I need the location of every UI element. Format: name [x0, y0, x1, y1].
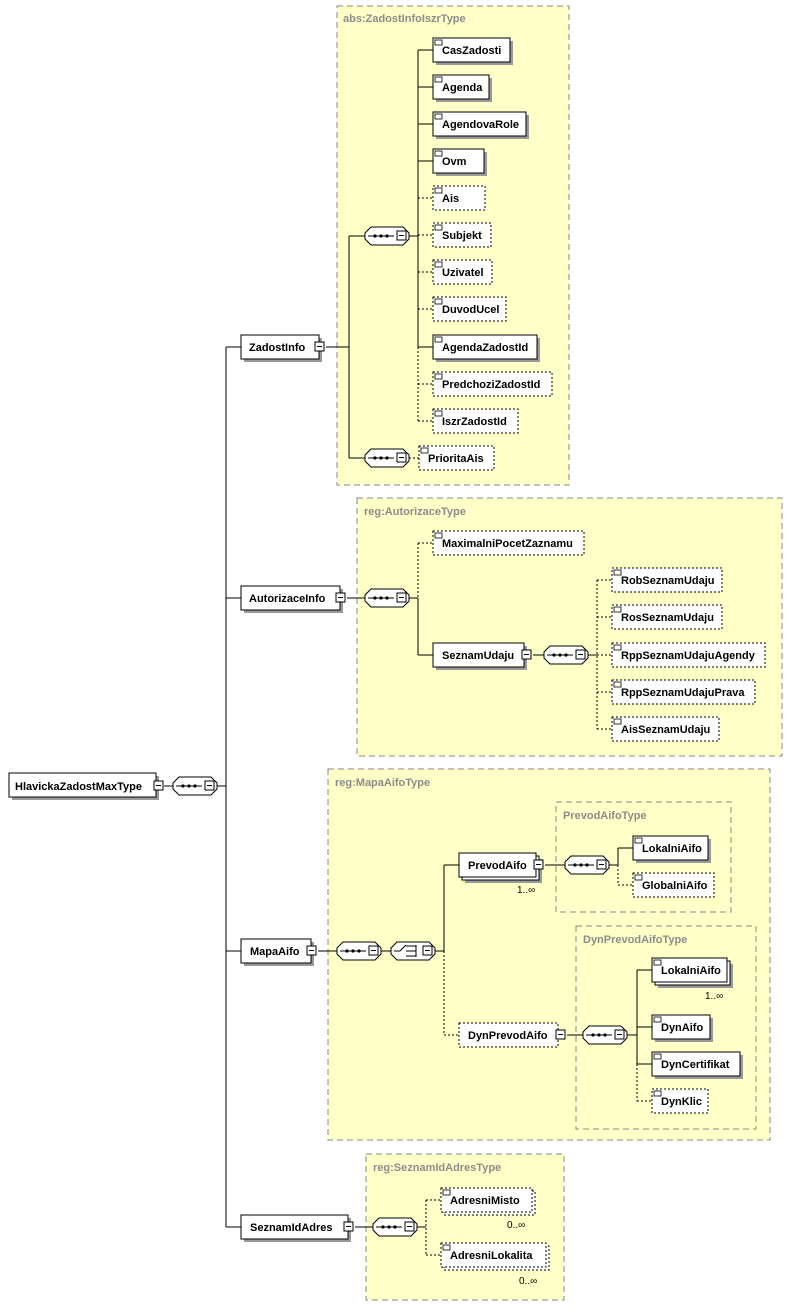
element-adresni-lokalita[interactable]: AdresniLokalita 0..∞: [440, 1242, 550, 1287]
type-box-prevod-aifo: PrevodAifoType: [555, 801, 732, 913]
element-predchozi-zadost-id-label: PredchoziZadostId: [442, 379, 540, 391]
element-agendova-role[interactable]: AgendovaRole: [432, 111, 529, 139]
element-cas-zadosti[interactable]: CasZadosti: [432, 37, 513, 65]
element-seznam-udaju-label: SeznamUdaju: [442, 650, 514, 662]
multiplicity-prevod-aifo: 1..∞: [517, 885, 535, 896]
element-rpp-seznam-udaju-prava-label: RppSeznamUdajuPrava: [621, 687, 745, 699]
type-label-autorizace: reg:AutorizaceType: [364, 506, 466, 518]
element-adresni-misto[interactable]: AdresniMisto 0..∞: [440, 1187, 536, 1231]
multiplicity-adresni-misto: 0..∞: [507, 1220, 525, 1231]
element-agenda[interactable]: Agenda: [432, 74, 492, 102]
element-ais[interactable]: Ais: [432, 185, 486, 211]
sequence-compositor-seznam-id-adres[interactable]: [372, 1217, 418, 1237]
element-duvod-ucel-label: DuvodUcel: [442, 304, 499, 316]
element-dyn-aifo[interactable]: DynAifo: [651, 1014, 713, 1042]
element-rob-seznam-udaju-label: RobSeznamUdaju: [621, 575, 715, 587]
type-label-seznam-id-adres: reg:SeznamIdAdresType: [373, 1162, 501, 1174]
element-cas-zadosti-label: CasZadosti: [442, 45, 501, 57]
element-maximalni-pocet-zaznamu[interactable]: MaximalniPocetZaznamu: [432, 530, 585, 556]
element-ais-seznam-udaju-label: AisSeznamUdaju: [621, 724, 710, 736]
element-dyn-prevod-aifo[interactable]: DynPrevodAifo: [458, 1022, 566, 1048]
element-priorita-ais-label: PrioritaAis: [428, 453, 484, 465]
element-rpp-seznam-udaju-agendy[interactable]: RppSeznamUdajuAgendy: [611, 642, 766, 668]
element-zadost-info[interactable]: ZadostInfo: [240, 334, 325, 362]
type-label-mapa-aifo: reg:MapaAifoType: [335, 777, 430, 789]
element-ovm-label: Ovm: [442, 156, 467, 168]
element-dyn-klic[interactable]: DynKlic: [651, 1088, 709, 1114]
element-uzivatel-label: Uzivatel: [442, 267, 484, 279]
element-globalni-aifo-label: GlobalniAifo: [642, 880, 708, 892]
element-globalni-aifo[interactable]: GlobalniAifo: [632, 872, 715, 898]
element-maximalni-pocet-zaznamu-label: MaximalniPocetZaznamu: [442, 538, 573, 550]
sequence-compositor-autorizace[interactable]: [364, 588, 410, 608]
element-dyn-certifikat-label: DynCertifikat: [661, 1059, 730, 1071]
connectors: [164, 49, 652, 1256]
element-subjekt-label: Subjekt: [442, 230, 482, 242]
element-dyn-certifikat[interactable]: DynCertifikat: [651, 1051, 743, 1079]
element-lokalni-aifo-1[interactable]: LokalniAifo: [632, 835, 711, 863]
element-mapa-aifo[interactable]: MapaAifo: [240, 938, 317, 966]
element-lokalni-aifo-2[interactable]: LokalniAifo 1..∞: [651, 957, 733, 1002]
element-agenda-label: Agenda: [442, 82, 483, 94]
type-label-prevod-aifo: PrevodAifoType: [563, 810, 647, 822]
element-prevod-aifo[interactable]: PrevodAifo 1..∞: [458, 852, 544, 896]
element-priorita-ais[interactable]: PrioritaAis: [418, 445, 495, 471]
element-iszr-zadost-id-label: IszrZadostId: [442, 416, 507, 428]
element-seznam-id-adres[interactable]: SeznamIdAdres: [240, 1214, 354, 1242]
sequence-compositor-seznam-udaju[interactable]: [543, 645, 589, 665]
element-ovm[interactable]: Ovm: [432, 148, 487, 176]
element-root[interactable]: HlavickaZadostMaxType: [8, 772, 164, 800]
multiplicity-lokalni-aifo-2: 1..∞: [705, 991, 723, 1002]
sequence-compositor-mapa-aifo[interactable]: [336, 941, 382, 961]
element-dyn-aifo-label: DynAifo: [661, 1022, 703, 1034]
element-autorizace-info[interactable]: AutorizaceInfo: [240, 585, 346, 613]
type-label-dyn-prevod-aifo: DynPrevodAifoType: [583, 934, 687, 946]
element-ros-seznam-udaju[interactable]: RosSeznamUdaju: [611, 604, 723, 630]
element-agenda-zadost-id[interactable]: AgendaZadostId: [432, 334, 540, 362]
element-duvod-ucel[interactable]: DuvodUcel: [432, 296, 507, 322]
element-prevod-aifo-label: PrevodAifo: [468, 860, 527, 872]
element-rob-seznam-udaju[interactable]: RobSeznamUdaju: [611, 567, 723, 593]
element-root-label: HlavickaZadostMaxType: [15, 781, 142, 793]
choice-compositor-mapa-aifo[interactable]: [390, 941, 436, 961]
element-rpp-seznam-udaju-agendy-label: RppSeznamUdajuAgendy: [621, 650, 756, 662]
element-lokalni-aifo-2-label: LokalniAifo: [661, 965, 721, 977]
element-seznam-id-adres-label: SeznamIdAdres: [250, 1222, 333, 1234]
element-adresni-misto-label: AdresniMisto: [450, 1195, 520, 1207]
element-rpp-seznam-udaju-prava[interactable]: RppSeznamUdajuPrava: [611, 679, 756, 705]
element-ais-seznam-udaju[interactable]: AisSeznamUdaju: [611, 716, 720, 742]
element-ros-seznam-udaju-label: RosSeznamUdaju: [621, 612, 714, 624]
sequence-compositor-prevod-aifo[interactable]: [564, 855, 610, 875]
element-dyn-prevod-aifo-label: DynPrevodAifo: [468, 1030, 548, 1042]
sequence-compositor-root[interactable]: [172, 776, 218, 796]
element-adresni-lokalita-label: AdresniLokalita: [450, 1250, 533, 1262]
element-subjekt[interactable]: Subjekt: [432, 222, 492, 248]
element-ais-label: Ais: [442, 193, 459, 205]
type-label-zadost-info: abs:ZadostInfoIszrType: [343, 13, 466, 25]
element-agenda-zadost-id-label: AgendaZadostId: [442, 342, 528, 354]
sequence-compositor-priorita[interactable]: [364, 448, 410, 468]
sequence-compositor-dyn-prevod-aifo[interactable]: [582, 1025, 628, 1045]
element-uzivatel[interactable]: Uzivatel: [432, 259, 493, 285]
element-lokalni-aifo-1-label: LokalniAifo: [642, 843, 702, 855]
multiplicity-adresni-lokalita: 0..∞: [519, 1276, 537, 1287]
element-agendova-role-label: AgendovaRole: [442, 119, 519, 131]
element-predchozi-zadost-id[interactable]: PredchoziZadostId: [432, 371, 553, 397]
element-mapa-aifo-label: MapaAifo: [250, 946, 300, 958]
type-box-dyn-prevod-aifo: DynPrevodAifoType: [575, 925, 757, 1130]
sequence-compositor-zadost-info[interactable]: [364, 226, 410, 246]
element-dyn-klic-label: DynKlic: [661, 1096, 702, 1108]
element-autorizace-info-label: AutorizaceInfo: [249, 593, 326, 605]
element-iszr-zadost-id[interactable]: IszrZadostId: [432, 408, 519, 434]
element-seznam-udaju[interactable]: SeznamUdaju: [432, 642, 532, 670]
element-zadost-info-label: ZadostInfo: [249, 342, 305, 354]
